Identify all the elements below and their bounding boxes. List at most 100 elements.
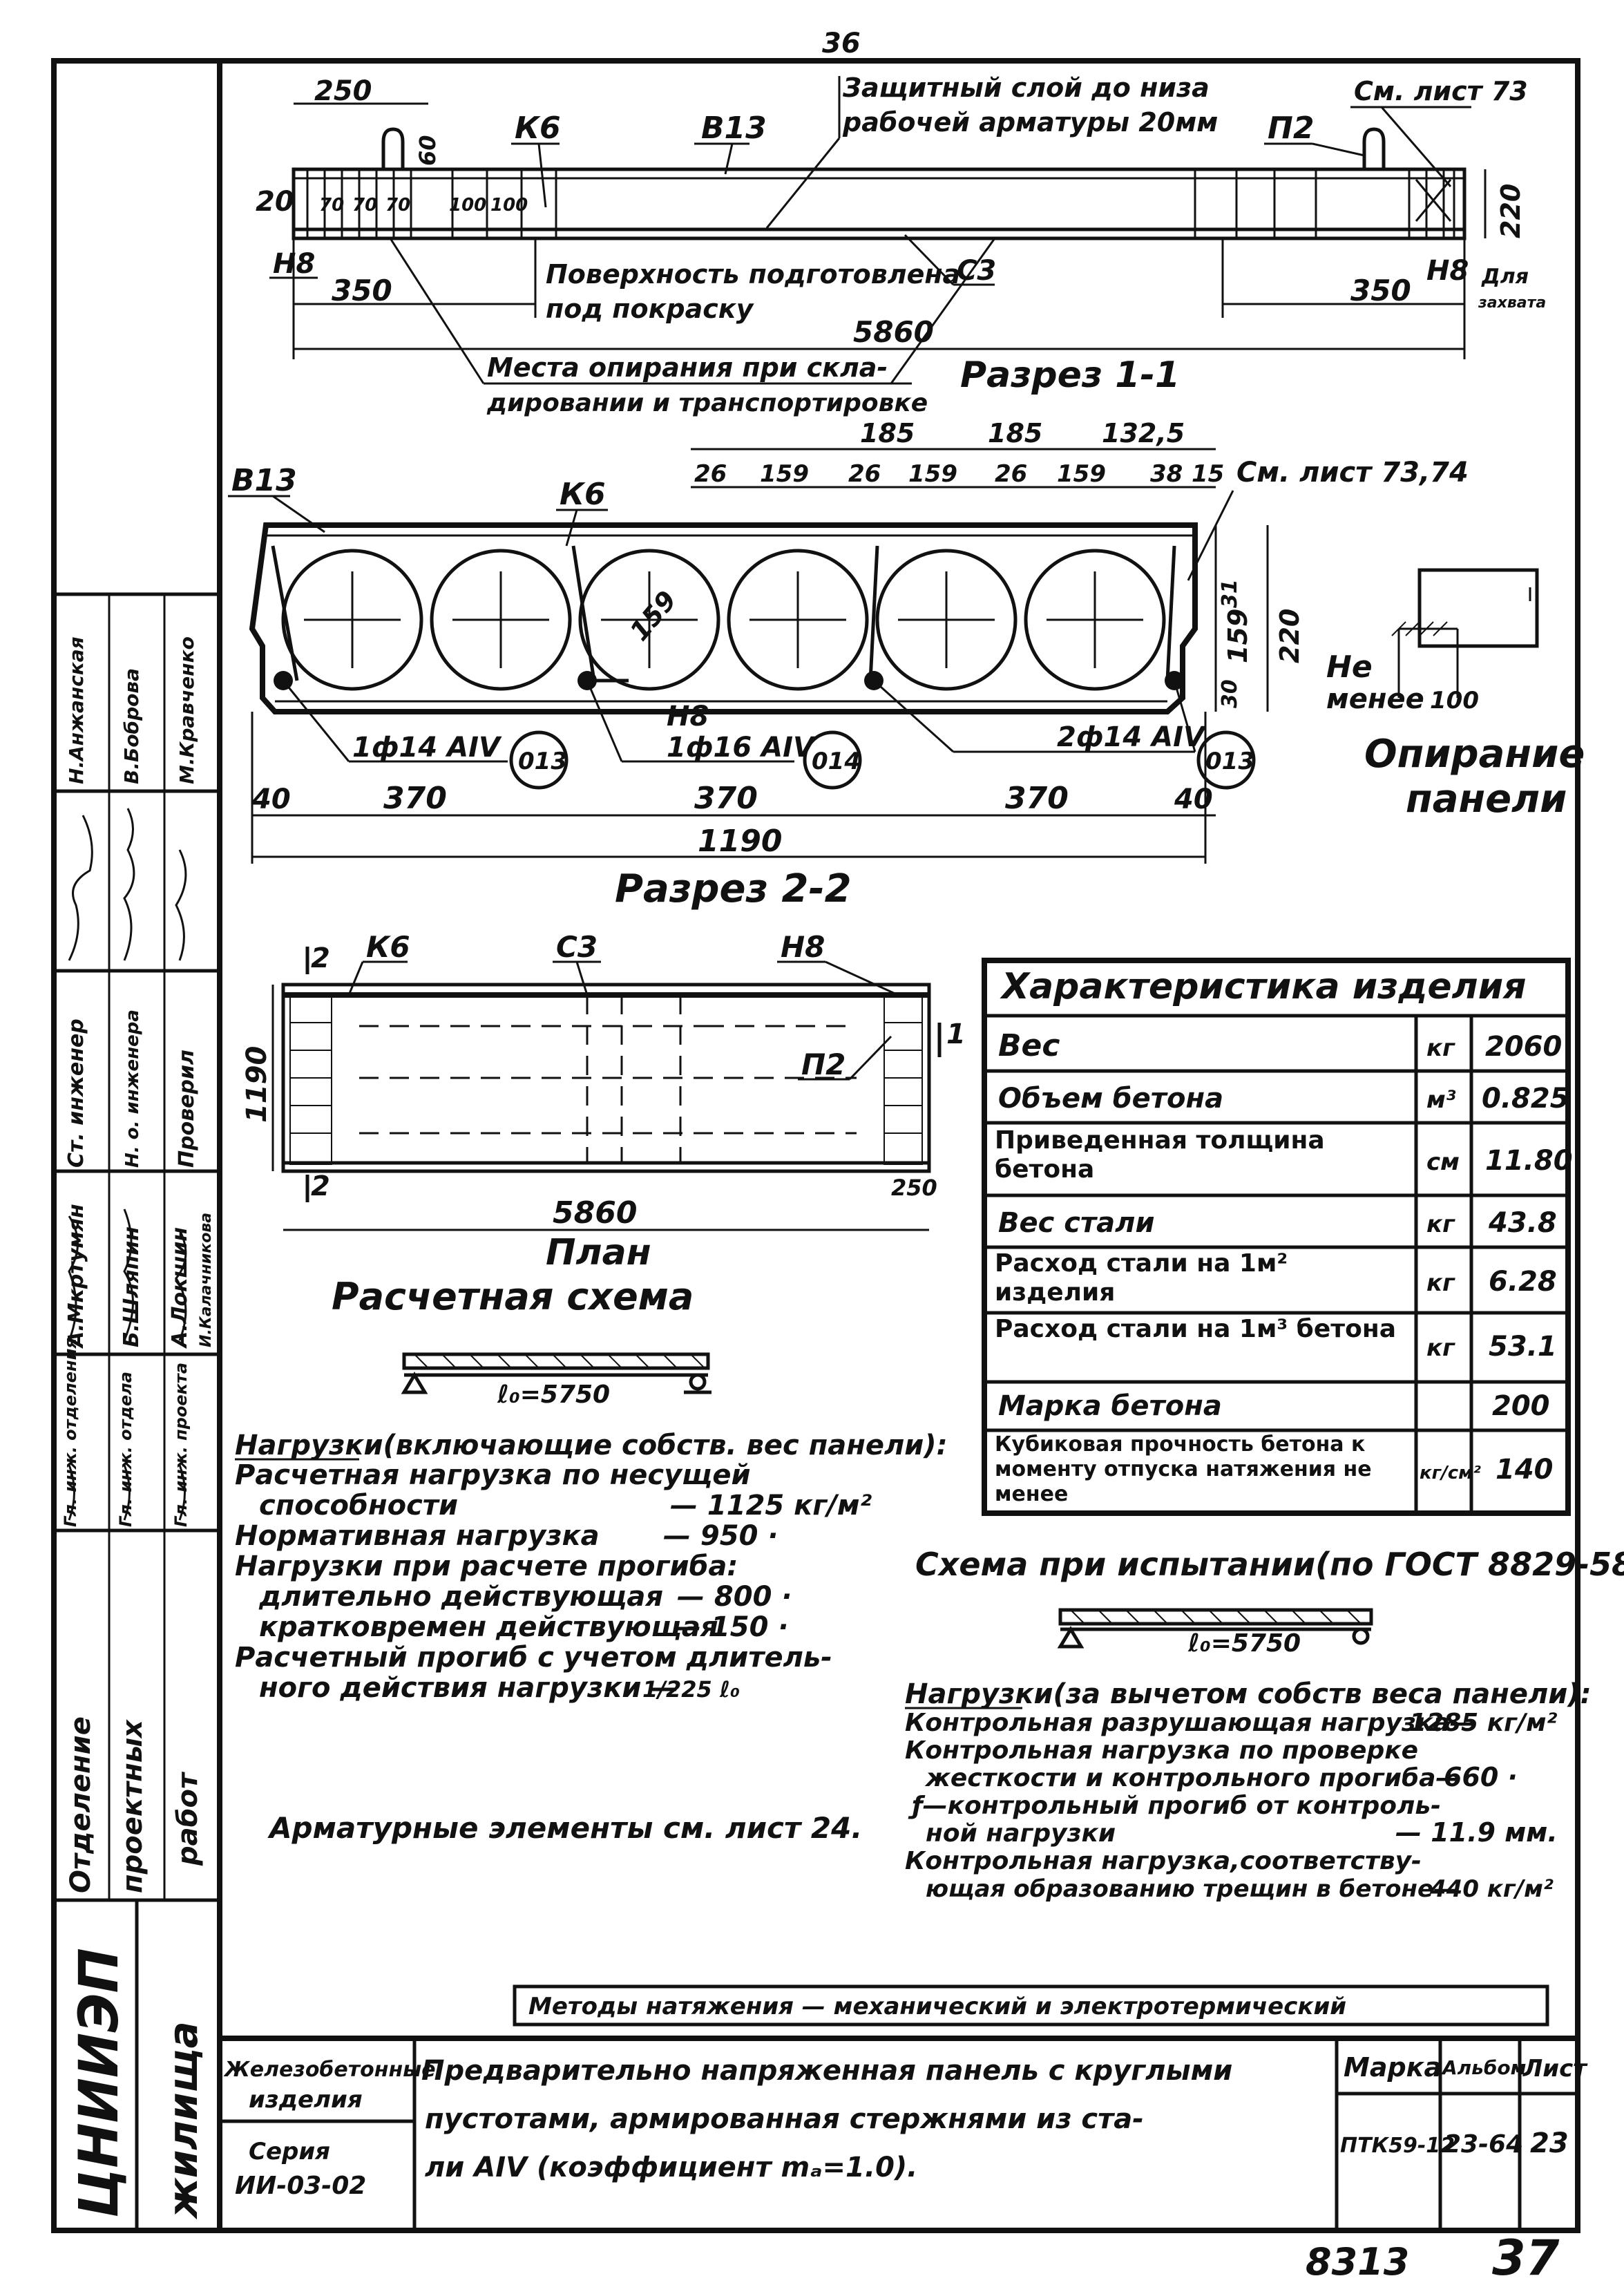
label-k6: К6: [560, 477, 606, 512]
page-number-top: 36: [822, 28, 861, 59]
plan-dim-1190: 1190: [241, 1046, 273, 1123]
plan-view: 2 К6 С3 Н8 П2 1 1190 2 5860 250 План: [241, 930, 966, 1273]
test-line-5: ной нагрузки: [926, 1819, 1116, 1848]
note-surface: Поверхность подготовлена: [546, 259, 960, 290]
role-acting-engineer: Н. о. инженера: [122, 1009, 143, 1168]
test-line-4: ƒ—контрольный прогиб от контроль-: [908, 1792, 1441, 1820]
dim-350-left: 350: [332, 274, 392, 307]
dim-370-a: 370: [383, 781, 447, 816]
void-circle: [1024, 549, 1166, 691]
row-5-name: Расход стали на 1м³ бетона: [995, 1315, 1396, 1343]
test-loads-title: Нагрузки(за вычетом собств веса панели):: [905, 1678, 1592, 1710]
row-2-name: Приведенная толщина бетона: [995, 1126, 1325, 1184]
calc-scheme: Расчетная схема ℓ₀=5750 Нагрузки(включаю…: [235, 1275, 948, 1845]
side-block: Гл. инж. отделения Гл. инж. отдела Гл. и…: [54, 592, 220, 2232]
outer-frame: [51, 58, 1580, 2233]
row-4-value: 6.28: [1489, 1266, 1557, 1298]
description-2: пустотами, армированная стержнями из ста…: [425, 2103, 1144, 2135]
calc-line-7: Расчетный прогиб с учетом длитель-: [235, 1642, 832, 1674]
support-note-1: Не: [1326, 650, 1373, 685]
support-dim-100: 100: [1430, 687, 1479, 714]
test-val-7: 440 кг/м²: [1429, 1875, 1554, 1903]
characteristics-table: Характеристика изделия Вес кг 2060 Объем…: [982, 958, 1573, 1516]
dim-top-26-c: 26: [995, 460, 1027, 488]
void-circle: [875, 549, 1018, 691]
plan-dim-250: 250: [891, 1175, 937, 1201]
plan-title: План: [546, 1232, 651, 1273]
rebar-3: 2ф14 AIV: [1057, 721, 1207, 753]
row-0-value: 2060: [1485, 1031, 1562, 1063]
plan-mark-1: 1: [946, 1018, 966, 1050]
calc-line-3: Нормативная нагрузка: [235, 1520, 600, 1552]
calc-line-5: длительно действующая: [258, 1581, 663, 1613]
plan-dim-5860: 5860: [553, 1195, 637, 1231]
note-grab: Для: [1481, 265, 1529, 289]
test-line-7: ющая образованию трещин в бетоне—: [926, 1875, 1457, 1903]
dim-70-b: 70: [352, 195, 377, 216]
dim-250: 250: [314, 75, 372, 107]
plan-label-p2: П2: [801, 1047, 846, 1081]
dim-top-159-b: 159: [908, 460, 957, 488]
row-1-unit: м³: [1426, 1086, 1456, 1114]
note-protect: Защитный слой до низа: [842, 73, 1210, 103]
page-number-bottom: 37: [1492, 2230, 1560, 2285]
note-grab-2: захвата: [1478, 294, 1546, 312]
table-title: Характеристика изделия: [1000, 966, 1527, 1007]
test-val-3: 660 ·: [1444, 1762, 1518, 1792]
note-support-2: дировании и транспортировке: [486, 389, 928, 417]
dim-185-a: 185: [860, 418, 915, 448]
name-7: М.Кравченко: [175, 636, 198, 784]
category-2: изделия: [249, 2086, 363, 2114]
void-circle: [281, 549, 423, 691]
row-7-name: Кубиковая прочность бетона к моменту отп…: [995, 1432, 1372, 1506]
test-span: ℓ₀=5750: [1187, 1629, 1301, 1658]
row-1-value: 0.825: [1482, 1083, 1569, 1115]
description-3: ли AIV (коэффициент mₐ=1.0).: [425, 2152, 917, 2183]
dim-100-b: 100: [490, 195, 528, 216]
signatures: [68, 808, 187, 1521]
mark-013-a-text: 013: [518, 748, 567, 775]
mark-014: [803, 730, 862, 790]
category-1: Железобетонные: [223, 2058, 436, 2082]
row-5-value: 53.1: [1489, 1331, 1557, 1363]
voids: [274, 549, 1184, 691]
dim-370-b: 370: [694, 781, 758, 816]
plan-label-c3: С3: [556, 930, 598, 964]
calc-line-2: способности: [259, 1490, 458, 1521]
dim-40-a: 40: [251, 784, 291, 815]
role-chief-engineer-division: Гл. инж. отделения: [61, 1338, 80, 1527]
plan-outline: [281, 983, 931, 1173]
calc-val-8: 1/225 ℓ₀: [642, 1676, 740, 1703]
row-6-value: 200: [1492, 1390, 1550, 1422]
lifting-loop-left: [381, 127, 405, 169]
calc-val-2: — 1125 кг/м²: [670, 1490, 872, 1521]
rebar-2: 1ф16 AIV: [667, 732, 816, 764]
dim-70-a: 70: [319, 195, 344, 216]
row-4-name: Расход стали на 1м² изделия: [995, 1249, 1288, 1307]
dim-5860: 5860: [853, 315, 934, 349]
panel-cross-section: [249, 522, 1198, 714]
dim-top-26-b: 26: [848, 460, 881, 488]
calc-line-1: Расчетная нагрузка по несущей: [235, 1459, 751, 1491]
rebar-note: Арматурные элементы см. лист 24.: [267, 1811, 862, 1845]
row-3-name: Вес стали: [998, 1207, 1154, 1239]
org-name-2: жилища: [160, 2021, 207, 2220]
support-title-2: панели: [1406, 777, 1567, 822]
name-5: Н.Анжанская: [65, 636, 88, 784]
org-name: ЦНИИЭП: [68, 1948, 131, 2218]
row-0-name: Вес: [998, 1028, 1060, 1063]
test-val-5: — 11.9 мм.: [1395, 1817, 1558, 1848]
dim-132-5: 132,5: [1102, 418, 1185, 448]
label-h8: Н8: [667, 701, 709, 732]
dim-1190: 1190: [698, 824, 782, 859]
dept-line-2: проектных: [117, 1719, 149, 1893]
row-7-unit: кг/см²: [1420, 1463, 1481, 1483]
dept-line-1: Отделение: [65, 1716, 97, 1893]
label-b13: В13: [701, 111, 767, 146]
see-sheet-73: См. лист 73: [1354, 76, 1528, 106]
support-title-1: Опирание: [1364, 732, 1585, 777]
plan-mark-2-bottom: 2: [311, 1170, 330, 1202]
dim-20: 20: [256, 186, 294, 218]
calc-scheme-title: Расчетная схема: [332, 1275, 694, 1318]
